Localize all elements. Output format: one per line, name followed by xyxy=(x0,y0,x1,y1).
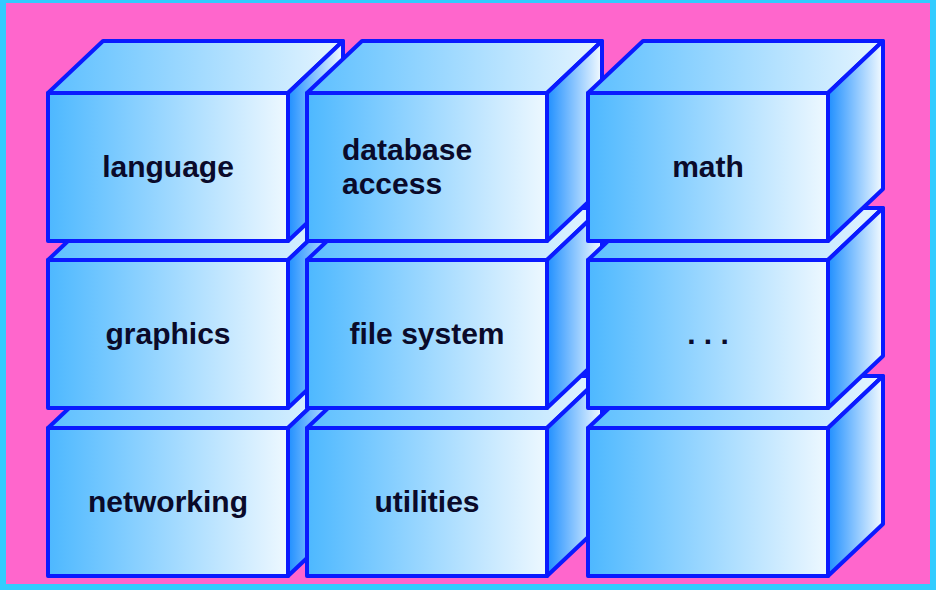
package-label: utilities xyxy=(374,485,479,520)
cube-shape xyxy=(48,41,343,241)
cube-front xyxy=(307,260,547,408)
package-box: networking xyxy=(52,432,284,572)
package-label: database access xyxy=(342,133,512,202)
cube-shape xyxy=(307,41,602,241)
cube-front xyxy=(48,93,288,241)
package-label: language xyxy=(102,150,234,185)
cube-front xyxy=(588,93,828,241)
package-box: graphics xyxy=(52,264,284,404)
package-label: graphics xyxy=(105,317,230,352)
cube-front xyxy=(588,260,828,408)
package-box: database access xyxy=(311,97,543,237)
package-box: file system xyxy=(311,264,543,404)
package-box: utilities xyxy=(311,432,543,572)
package-label: file system xyxy=(349,317,504,352)
cube-front xyxy=(307,93,547,241)
cube-side xyxy=(828,376,883,576)
package-label: networking xyxy=(88,485,248,520)
cube-shape xyxy=(588,41,883,241)
package-label: math xyxy=(672,150,744,185)
cube-front xyxy=(48,428,288,576)
cube-front xyxy=(588,428,828,576)
package-box: language xyxy=(52,97,284,237)
package-box: . . . xyxy=(592,264,824,404)
cube-front xyxy=(48,260,288,408)
cube-side xyxy=(828,208,883,408)
package-label: . . . xyxy=(687,317,729,352)
cube-side xyxy=(828,41,883,241)
package-box: math xyxy=(592,97,824,237)
cube-front xyxy=(307,428,547,576)
